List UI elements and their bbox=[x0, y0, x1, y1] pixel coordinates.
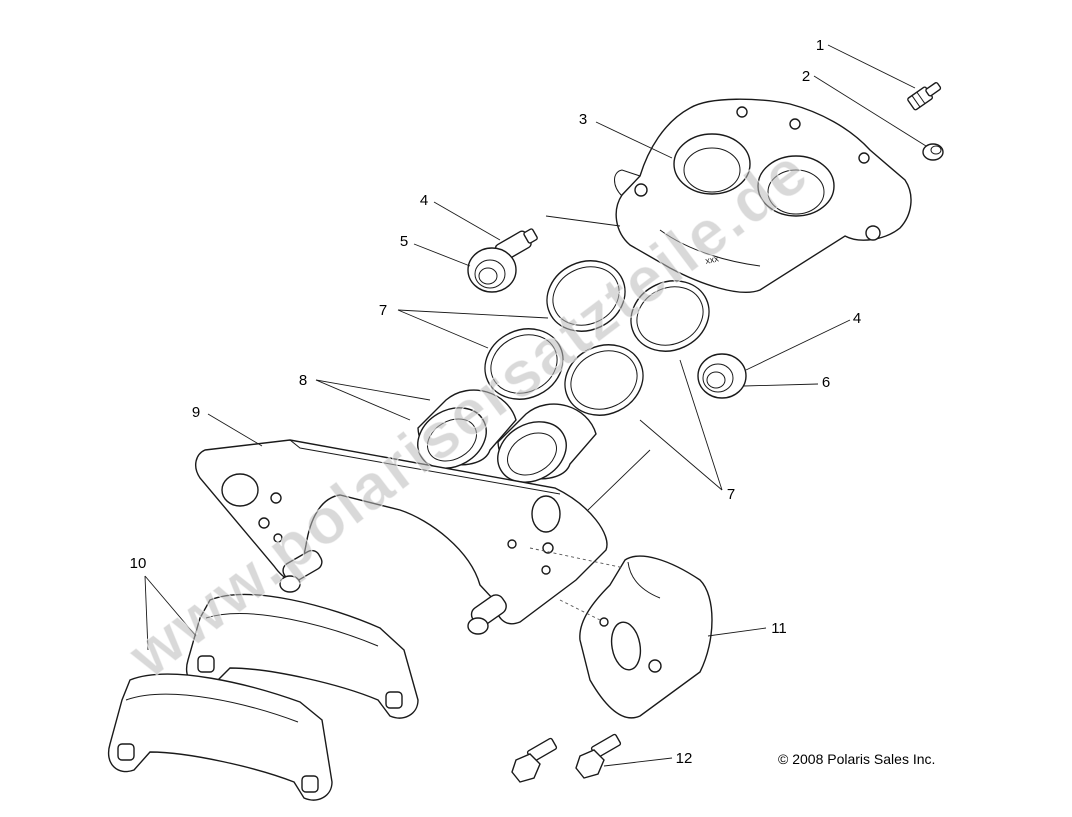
callout-7: 7 bbox=[379, 302, 387, 319]
leader-lines bbox=[144, 44, 927, 767]
callout-5: 5 bbox=[400, 233, 408, 250]
svg-text:xxx: xxx bbox=[704, 253, 720, 266]
callout-1: 1 bbox=[816, 37, 824, 54]
callout-4: 4 bbox=[853, 310, 861, 327]
callout-9: 9 bbox=[192, 404, 200, 421]
callout-8: 8 bbox=[299, 372, 307, 389]
callout-12: 12 bbox=[676, 750, 693, 767]
callout-2: 2 bbox=[802, 68, 810, 85]
pad-retainer bbox=[579, 555, 713, 719]
bleeder-cap bbox=[922, 143, 944, 161]
brake-pads bbox=[107, 593, 419, 801]
callout-7: 7 bbox=[727, 486, 735, 503]
watermark-text: www.polarisersatzteile.de bbox=[114, 134, 821, 692]
bleeder-screw bbox=[907, 82, 942, 111]
callout-11: 11 bbox=[771, 620, 787, 637]
callout-6: 6 bbox=[822, 374, 830, 391]
callout-3: 3 bbox=[579, 111, 587, 128]
piston-seals bbox=[484, 260, 710, 416]
caliper-body: xxx bbox=[614, 98, 912, 294]
caliper-bracket bbox=[194, 439, 608, 635]
mounting-bolts bbox=[511, 733, 622, 783]
pin-boot-upper bbox=[467, 247, 517, 293]
copyright-notice: © 2008 Polaris Sales Inc. bbox=[778, 751, 935, 767]
callout-4: 4 bbox=[420, 192, 428, 209]
assembly-dashed-lines bbox=[529, 547, 625, 621]
pistons bbox=[417, 389, 597, 483]
callout-10: 10 bbox=[130, 555, 147, 572]
pin-boot-lower bbox=[697, 353, 747, 399]
